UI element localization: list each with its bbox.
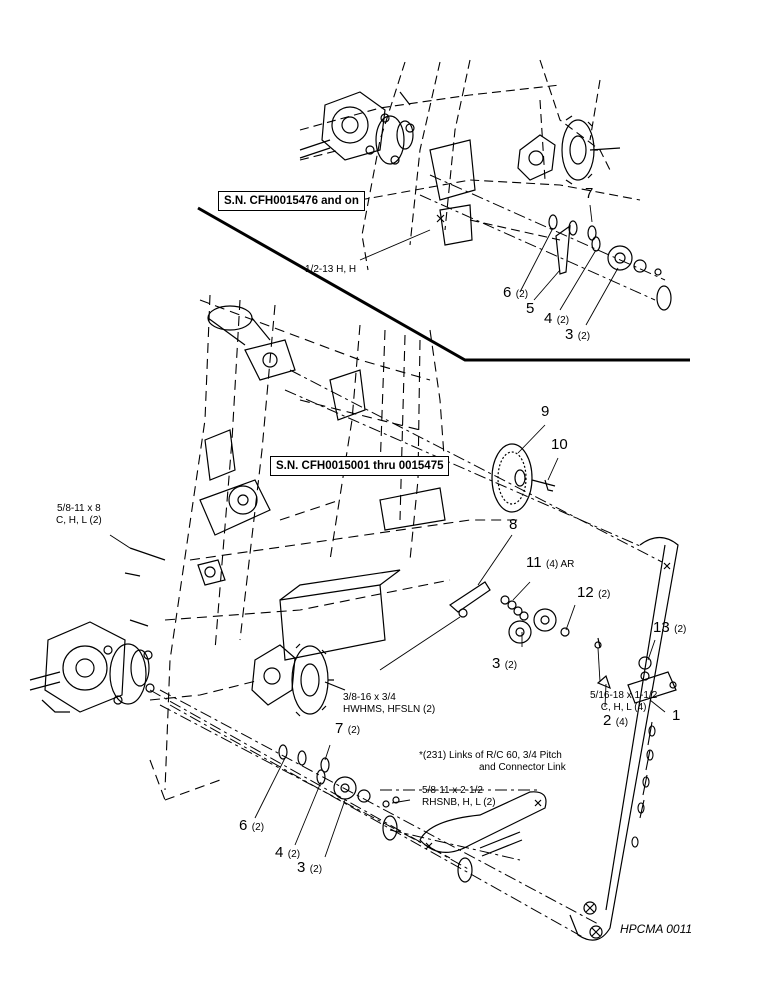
tensioner-parts bbox=[449, 581, 677, 704]
key-10 bbox=[544, 479, 554, 492]
upper-gearbox bbox=[299, 91, 415, 165]
callout-lower-4: 4 (2) bbox=[275, 844, 301, 861]
bracket-1 bbox=[627, 671, 677, 704]
callout-main-1: 1 bbox=[672, 707, 681, 724]
lower-shaft-parts bbox=[149, 689, 473, 883]
chain-note: *(231) Links of R/C 60, 3/4 Pitch and Co… bbox=[419, 750, 566, 773]
callout-lower-6: 6 (2) bbox=[239, 817, 265, 834]
upper-spacer-part-5 bbox=[555, 224, 571, 275]
center-bolt-spec: 3/8-16 x 3/4 HWHMS, HFSLN (2) bbox=[343, 692, 436, 715]
bracket-8 bbox=[449, 581, 491, 613]
callout-main-3: 3 (2) bbox=[492, 655, 518, 672]
serial-divider-line bbox=[197, 206, 690, 362]
main-drive-sprocket bbox=[251, 643, 346, 717]
callout-upper-5: 5 bbox=[526, 300, 535, 317]
callout-main-2: 2 (4) bbox=[603, 712, 629, 729]
callout-upper-4: 4 (2) bbox=[544, 310, 570, 327]
lower-bolt-spec: 5/8-11 x 2-1/2 RHSNB, H, L (2) bbox=[422, 785, 496, 808]
large-sprocket-9 bbox=[491, 443, 556, 513]
upper-inset-drawing bbox=[299, 59, 672, 311]
callout-main-13: 13 (2) bbox=[653, 619, 687, 636]
serial-range-later-label: S.N. CFH0015476 and on bbox=[218, 191, 365, 211]
long-bolt-spec: 5/8-11 x 8 C, H, L (2) bbox=[56, 503, 102, 526]
leader-lines bbox=[109, 204, 666, 858]
upper-drive-sprocket bbox=[517, 115, 621, 185]
callout-lower-7: 7 (2) bbox=[335, 720, 361, 737]
callout-upper-3: 3 (2) bbox=[565, 326, 591, 343]
callout-main-8: 8 bbox=[509, 516, 518, 533]
upper-bolt-spec: 1/2-13 H, H bbox=[305, 264, 357, 275]
callout-lower-3: 3 (2) bbox=[297, 859, 323, 876]
figure-id: HPCMA 0011 bbox=[620, 922, 693, 936]
callout-upper-7: 7 bbox=[585, 185, 594, 202]
callout-main-12: 12 (2) bbox=[577, 584, 611, 601]
tension-bolt-spec: 5/16-18 x 1-1/2 C, H, L (4) bbox=[590, 690, 658, 713]
callout-upper-6: 6 (2) bbox=[503, 284, 529, 301]
callout-main-11: 11 (4) AR bbox=[526, 554, 575, 571]
callout-main-9: 9 bbox=[541, 403, 550, 420]
drive-chain bbox=[159, 369, 679, 941]
bolts bbox=[124, 91, 411, 627]
main-gearbox bbox=[29, 621, 155, 713]
serial-range-earlier-label: S.N. CFH0015001 thru 0015475 bbox=[270, 456, 450, 476]
callout-main-10: 10 bbox=[551, 436, 568, 453]
main-frame bbox=[149, 294, 520, 801]
